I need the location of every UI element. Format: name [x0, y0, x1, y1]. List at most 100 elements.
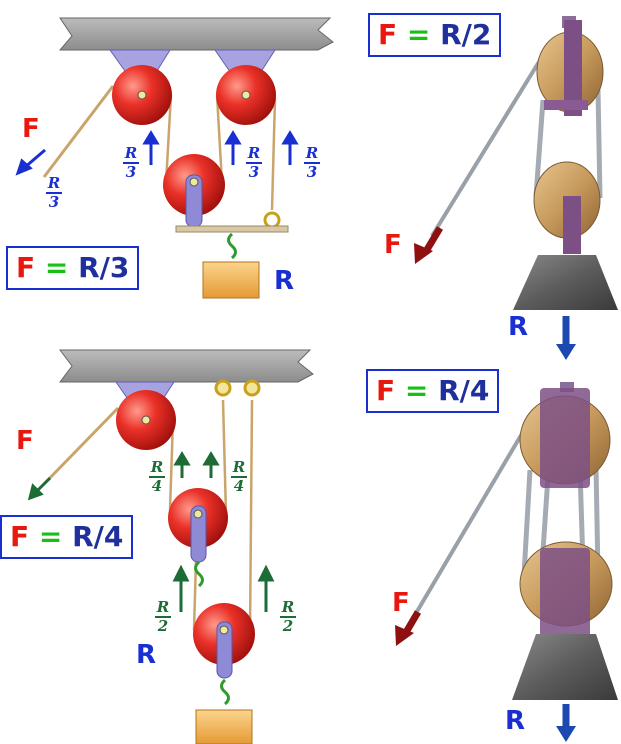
rope — [430, 50, 547, 238]
rope — [221, 399, 228, 516]
force-label: F — [16, 426, 34, 456]
formula-box-top-left: F = R/3 — [6, 246, 140, 290]
panel-top-left — [15, 17, 334, 299]
formula-lhs: F — [376, 374, 396, 407]
pulley-frame — [540, 388, 590, 488]
force-arrowhead — [15, 158, 33, 176]
rope — [270, 97, 277, 211]
tension-arrowhead — [202, 451, 220, 466]
rope — [42, 406, 120, 486]
formula-equals: = — [406, 18, 431, 51]
fraction-denominator: 3 — [125, 163, 137, 181]
formula-box-top-right: F = R/2 — [368, 13, 502, 57]
fraction-numerator: R — [281, 598, 295, 616]
fraction-numerator: R — [156, 598, 170, 616]
tension-arrowhead — [142, 130, 160, 145]
formula-box-bottom-left: F = R/4 — [0, 515, 134, 559]
rope — [42, 85, 115, 178]
pulley-frame — [544, 100, 588, 110]
fraction-denominator: 2 — [282, 617, 294, 635]
fraction-numerator: R — [150, 458, 164, 476]
formula-lhs: F — [378, 18, 398, 51]
force-label: F — [392, 588, 410, 618]
force-label: F — [22, 114, 40, 144]
rope-ring — [214, 379, 232, 397]
fraction-bar — [246, 162, 262, 164]
load-label: R — [505, 706, 526, 736]
rope-ring — [243, 379, 261, 397]
fraction-numerator: R — [305, 144, 319, 162]
rope — [410, 418, 532, 622]
pulley-axle — [219, 625, 229, 635]
formula-box-bottom-right: F = R/4 — [366, 369, 500, 413]
load-label: R — [508, 312, 529, 342]
rope — [164, 94, 173, 184]
rope-ring — [263, 211, 281, 229]
pulley-frame — [563, 196, 581, 254]
panel-bottom-right — [395, 382, 618, 742]
fraction-denominator: 3 — [248, 163, 260, 181]
fraction-numerator: R — [232, 458, 246, 476]
load-label: R — [136, 640, 157, 670]
load-label: R — [274, 266, 295, 296]
fraction-label: R 3 — [304, 146, 320, 180]
hanger-bar — [560, 382, 574, 392]
load-weight — [202, 261, 260, 299]
ceiling-beam — [59, 349, 314, 383]
force-arrowhead — [414, 243, 433, 264]
panel-bottom-left — [27, 349, 314, 744]
formula-rhs: R/4 — [438, 374, 490, 407]
fraction-bar — [231, 476, 247, 478]
pulley-axle — [193, 509, 203, 519]
tension-arrowhead — [173, 451, 191, 466]
rope — [215, 94, 224, 184]
fraction-denominator: 4 — [151, 477, 163, 495]
rope — [248, 399, 254, 636]
fraction-numerator: R — [124, 144, 138, 162]
pulley-strap — [216, 621, 233, 679]
fraction-bar — [149, 476, 165, 478]
fraction-label: R 2 — [155, 600, 171, 634]
pulley-hook — [194, 560, 204, 588]
load-weight — [513, 255, 618, 310]
formula-rhs: R/4 — [72, 520, 124, 553]
formula-rhs: R/2 — [440, 18, 492, 51]
pulley-frame — [564, 20, 582, 116]
tension-arrowhead — [172, 564, 190, 582]
fraction-denominator: 3 — [48, 193, 60, 211]
formula-rhs: R/3 — [78, 251, 130, 284]
tension-arrowhead — [257, 564, 275, 582]
fraction-denominator: 4 — [233, 477, 245, 495]
load-arrowhead — [556, 344, 576, 360]
fraction-label: R 2 — [280, 600, 296, 634]
pulley-axle — [189, 177, 199, 187]
force-arrowhead — [27, 483, 44, 501]
crossbar — [175, 225, 289, 233]
fraction-bar — [123, 162, 139, 164]
rope — [595, 89, 603, 199]
pulley-axle — [241, 90, 251, 100]
load-arrowhead — [556, 726, 576, 742]
tension-arrowhead — [281, 130, 299, 145]
load-hook — [227, 232, 237, 260]
fraction-label: R 3 — [123, 146, 139, 180]
formula-lhs: F — [16, 251, 36, 284]
fraction-denominator: 3 — [306, 163, 318, 181]
load-hook — [220, 678, 230, 706]
fraction-label: R 3 — [246, 146, 262, 180]
rope — [168, 419, 175, 511]
pulley-axle — [141, 415, 151, 425]
panel-top-right — [414, 16, 618, 360]
load-weight — [195, 709, 253, 744]
fraction-numerator: R — [47, 174, 61, 192]
force-arrowhead — [395, 625, 414, 646]
formula-equals: = — [38, 520, 63, 553]
fraction-denominator: 2 — [157, 617, 169, 635]
formula-equals: = — [44, 251, 69, 284]
fraction-bar — [280, 616, 296, 618]
ceiling-beam — [58, 17, 334, 51]
tension-arrowhead — [224, 130, 242, 145]
formula-equals: = — [404, 374, 429, 407]
